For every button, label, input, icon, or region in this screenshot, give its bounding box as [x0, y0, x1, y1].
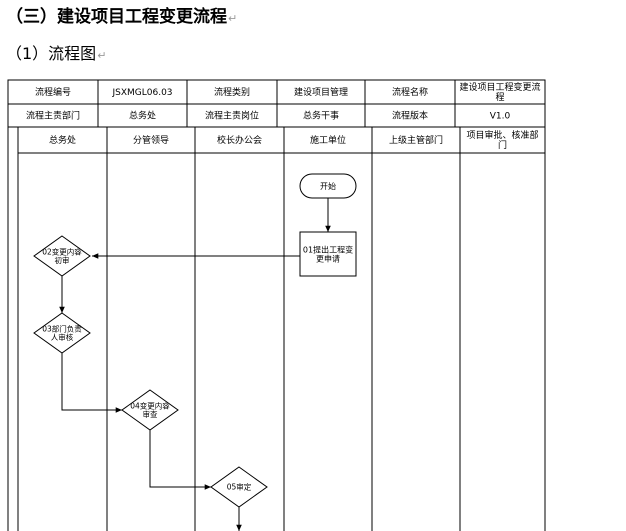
decision-05-label: 05审定 [227, 482, 252, 492]
info-table-cell-text: V1.0 [490, 112, 511, 122]
info-table-cell-text: JSXMGL06.03 [111, 88, 172, 98]
info-table-cell-text: 建设项目工程变更流程 [459, 81, 540, 103]
paragraph-mark-icon: ↵ [228, 12, 238, 25]
info-table-cell-text: 总务处 [129, 110, 156, 122]
start-terminator-shape [299, 173, 357, 199]
decision-05-shape [210, 466, 268, 508]
info-table-cell-text: 流程版本 [392, 110, 428, 122]
decision-04-label: 04变更内容审查 [130, 400, 170, 419]
lane-header-label: 总务处 [49, 134, 76, 146]
process-box-01 [299, 231, 357, 277]
info-table-cell-text: 建设项目管理 [294, 86, 348, 98]
info-table-cell-text: 流程主责部门 [26, 110, 80, 122]
paragraph-mark-icon: ↵ [97, 49, 107, 62]
edge-04-to-05 [149, 430, 211, 490]
lane-header-label: 校长办公会 [217, 134, 262, 146]
start-node-label: 开始 [320, 181, 336, 191]
decision-02-shape [33, 235, 91, 277]
info-table-cell-text: 流程主责岗位 [205, 110, 259, 122]
info-table-cell [454, 103, 546, 128]
lane-header-label: 分管领导 [133, 134, 169, 146]
info-table-cell-text: 总务干事 [303, 110, 339, 122]
info-table-cell-text: 流程编号 [35, 86, 71, 98]
lane-header-label: 项目审批、核准部门 [466, 129, 538, 151]
decision-03-shape [33, 312, 91, 354]
section-heading: （三）建设项目工程变更流程↵ [6, 2, 237, 27]
edge-03-to-04 [61, 353, 122, 413]
decision-03-label: 03部门负责人审核 [42, 323, 82, 342]
lane-header-label: 上级主管部门 [389, 134, 443, 146]
info-table-cell-text: 流程名称 [392, 86, 428, 98]
subsection-heading-text: （1）流程图 [6, 44, 97, 63]
subsection-heading: （1）流程图↵ [6, 40, 106, 64]
decision-02-label: 02变更内容初审 [42, 246, 82, 265]
decision-04-shape [121, 389, 179, 431]
process-01-label: 01提出工程变更申请 [303, 244, 353, 263]
info-table-cell-text: 流程类别 [214, 86, 250, 98]
lane-header-label: 施工单位 [310, 134, 346, 146]
section-heading-text: （三）建设项目工程变更流程 [6, 7, 227, 27]
